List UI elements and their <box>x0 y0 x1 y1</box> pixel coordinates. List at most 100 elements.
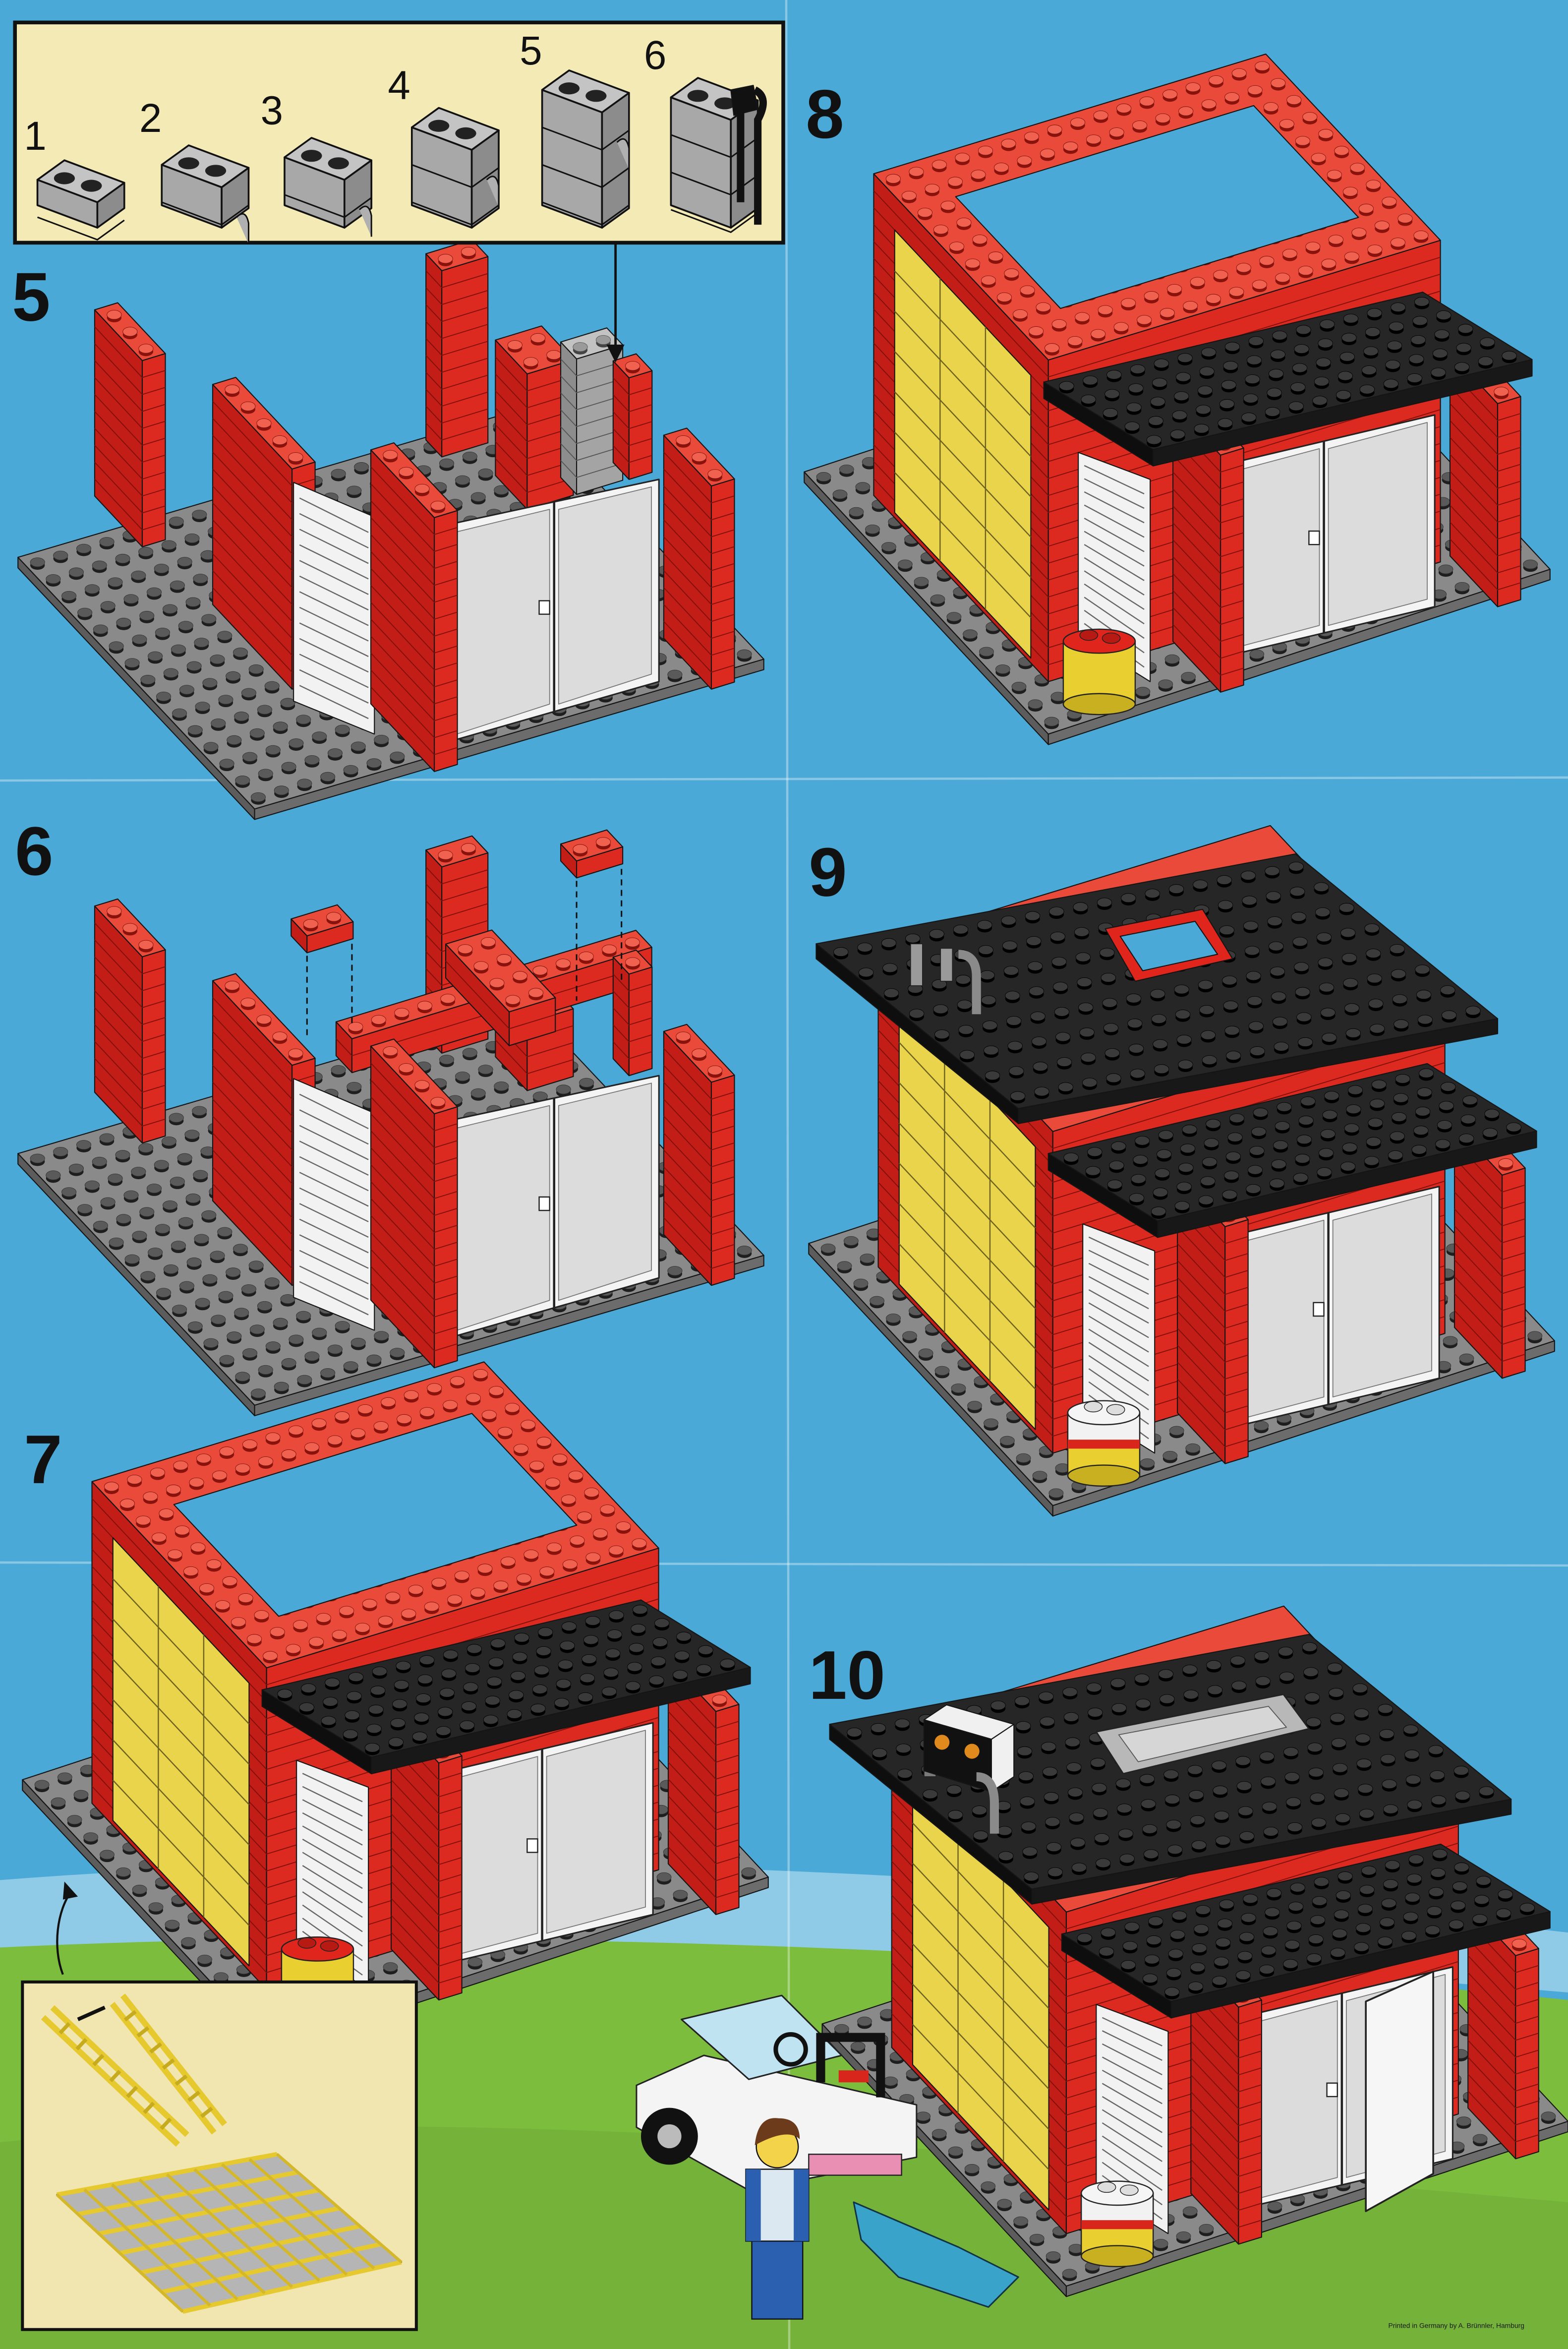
brick-seam <box>94 1041 166 1093</box>
right-face <box>434 1106 458 1369</box>
brick-seam <box>1190 2108 1262 2160</box>
studs <box>383 450 446 511</box>
minifig-hair <box>755 2118 800 2146</box>
shutter-slat <box>1088 1236 1149 1266</box>
brick-seam <box>425 883 488 902</box>
shutter-slat <box>1084 491 1145 524</box>
shutter-slat <box>1102 2056 1162 2090</box>
brick-seam <box>1190 2142 1262 2194</box>
brick-seam <box>370 1080 458 1148</box>
open-roof-gap <box>955 105 1359 309</box>
brick-seam <box>613 394 652 413</box>
truck-roll-bar <box>816 2033 885 2098</box>
ladder-grid-rung <box>193 2168 321 2282</box>
shutter-slat <box>1084 531 1145 567</box>
studs <box>458 937 544 1005</box>
ladder-grid-rung <box>221 2163 348 2276</box>
brick-stud <box>301 150 322 162</box>
shutter-slat <box>302 1786 363 1817</box>
brick-seam <box>668 1745 739 1797</box>
brick-seam <box>1454 1157 1525 1210</box>
red-column-left <box>94 898 166 1144</box>
inset-bricks <box>36 69 767 244</box>
red-column-left <box>94 302 166 547</box>
brick-seam <box>1190 2024 1262 2076</box>
studs <box>225 980 303 1058</box>
brick-seam <box>1177 1311 1248 1363</box>
brick-seam <box>391 1847 462 1899</box>
inset-brick-2 <box>161 144 250 244</box>
brick-seam <box>1177 1362 1248 1414</box>
studs <box>507 333 562 367</box>
brick-seam <box>1450 386 1521 438</box>
garage-door-panel-line <box>112 1780 250 1926</box>
brick-seam <box>613 377 652 396</box>
shutter-slat <box>299 575 369 611</box>
brick-seam <box>425 372 488 390</box>
shutter-slat <box>299 1187 369 1222</box>
porch-roof <box>1047 1063 1537 1238</box>
plate-surface <box>1061 1843 1551 2002</box>
shutter-slat <box>1084 597 1145 639</box>
ladder-rung <box>109 2070 121 2082</box>
studs <box>107 906 154 950</box>
inset-label-3: 3 <box>261 88 283 133</box>
brick-seam <box>1467 1938 1539 1990</box>
oil-barrel <box>1062 628 1136 716</box>
brick-seam <box>663 1149 735 1202</box>
minifigure-mechanic <box>745 2118 810 2320</box>
studs <box>625 361 640 371</box>
garage-door-panel-line <box>898 1203 1036 1349</box>
hinge-clip <box>358 205 372 237</box>
barrel-stud <box>1119 2184 1139 2196</box>
brick-seam <box>370 534 458 603</box>
garage-door <box>898 1001 1036 1430</box>
window-shutter <box>1078 452 1151 682</box>
plate-surface <box>1047 1063 1537 1222</box>
right-face <box>141 949 166 1144</box>
step-7-assembly <box>22 1361 769 2053</box>
brick-seam <box>663 519 735 571</box>
brick-seam <box>94 326 166 378</box>
brick-seam <box>1450 487 1521 540</box>
barrel-stud <box>320 1940 339 1952</box>
shutter-slat <box>299 1093 369 1130</box>
step-8-assembly <box>804 54 1551 745</box>
brick-seam <box>663 452 735 504</box>
door-handle <box>538 600 550 615</box>
barrel-red-stripe <box>1081 2220 1154 2229</box>
garage-door-panel-line <box>894 472 1032 618</box>
shutter-slat <box>1088 1302 1149 1338</box>
studs <box>676 435 723 479</box>
inset-brick-6 <box>670 77 767 233</box>
brick-seam <box>1172 539 1244 591</box>
wheel-hub <box>657 2124 682 2149</box>
garage-door-panel-line <box>112 1699 250 1846</box>
brick-seam <box>668 1829 739 1881</box>
studs <box>107 310 154 354</box>
brick-seam <box>1177 1327 1248 1380</box>
brick-seam <box>1467 1989 1539 2041</box>
garage-door <box>912 1781 1049 2211</box>
brick-seam <box>370 1265 458 1334</box>
brick-seam <box>212 997 315 1083</box>
tool-handle <box>737 112 745 202</box>
brick-seam <box>1467 2074 1539 2126</box>
ladder-rung <box>136 2026 150 2038</box>
oil-barrel <box>1080 2180 1154 2268</box>
shutter-slat <box>299 1250 369 1284</box>
hinge-clip <box>486 176 500 207</box>
brick-seam <box>1190 2006 1262 2059</box>
brick-seam <box>370 1249 458 1318</box>
inset-arrow <box>606 242 625 363</box>
brick-seam <box>370 1282 458 1352</box>
brick-seam <box>370 1113 458 1182</box>
brick-seam <box>161 201 249 226</box>
brick-seam <box>370 1181 458 1250</box>
brick-seam <box>94 990 166 1042</box>
shutter-slat <box>1088 1276 1149 1310</box>
brick-seam <box>663 1217 735 1269</box>
door-handle <box>1308 530 1320 545</box>
brick-seam <box>668 1694 739 1746</box>
brick-stud <box>714 97 736 110</box>
